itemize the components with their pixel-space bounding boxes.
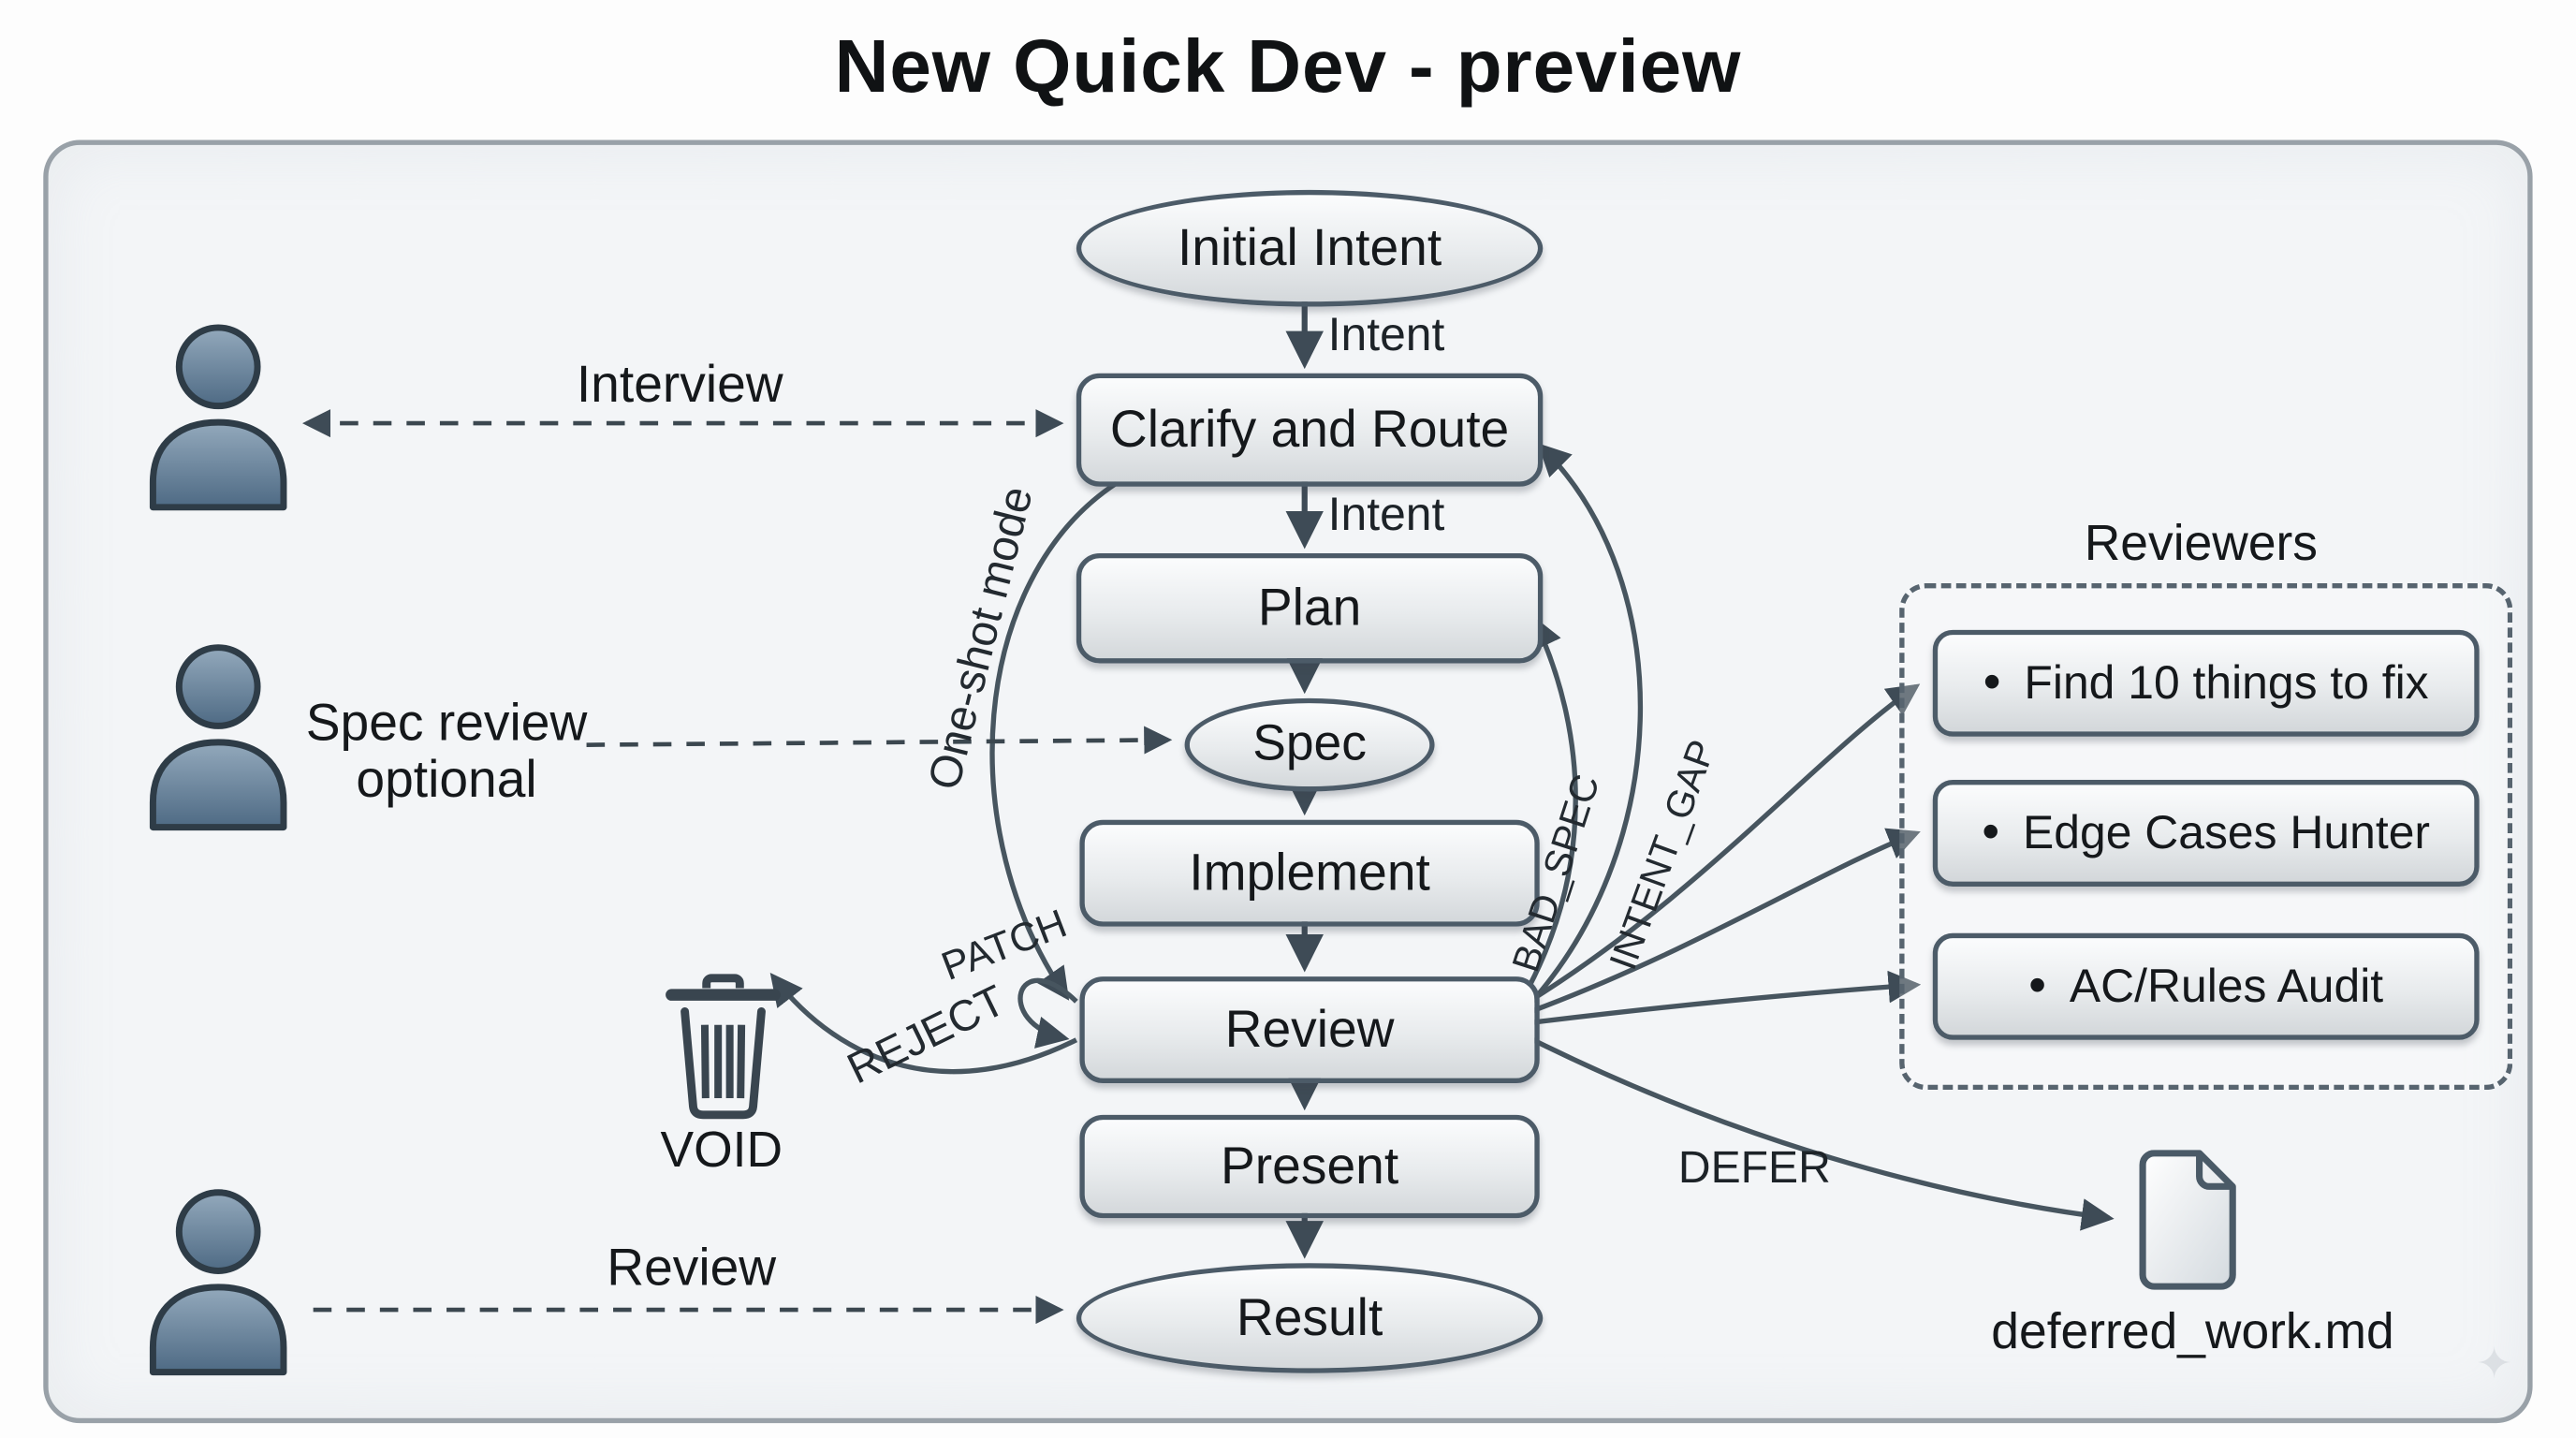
bullet-icon: • — [1982, 804, 2000, 860]
bullet-icon: • — [1983, 654, 2001, 711]
label-reviewers-title: Reviewers — [2084, 516, 2319, 572]
reviewer-item-label: Edge Cases Hunter — [2023, 806, 2431, 858]
label-void: VOID — [660, 1123, 783, 1179]
label-deferred-file: deferred_work.md — [1991, 1304, 2394, 1360]
reviewer-item-1: • Find 10 things to fix — [1932, 629, 2480, 737]
person-icon-spec-review — [137, 641, 300, 840]
person-icon-final-review — [137, 1186, 300, 1385]
page-title: New Quick Dev - preview — [834, 22, 1742, 109]
node-clarify-and-route: Clarify and Route — [1076, 373, 1544, 487]
person-icon-interview — [137, 322, 300, 521]
node-present: Present — [1079, 1114, 1540, 1219]
reviewer-item-3: • AC/Rules Audit — [1932, 932, 2480, 1040]
bullet-icon: • — [2028, 958, 2047, 1014]
sparkle-watermark: ✦ — [2476, 1338, 2512, 1388]
label-spec-review-line1: Spec review — [305, 693, 588, 752]
edge-label-intent-mid: Intent — [1327, 488, 1445, 540]
node-initial-intent: Initial Intent — [1076, 189, 1544, 307]
node-implement: Implement — [1079, 819, 1540, 927]
label-user-review: Review — [607, 1238, 777, 1297]
node-plan: Plan — [1076, 552, 1544, 664]
edge-label-intent-top: Intent — [1327, 308, 1445, 360]
reviewer-item-label: Find 10 things to fix — [2024, 656, 2429, 709]
label-interview: Interview — [576, 355, 783, 414]
node-spec: Spec — [1184, 697, 1435, 792]
edge-label-defer: DEFER — [1677, 1142, 1831, 1193]
trash-icon — [665, 974, 782, 1129]
document-icon — [2132, 1150, 2242, 1298]
node-result: Result — [1076, 1263, 1544, 1373]
reviewer-item-2: • Edge Cases Hunter — [1932, 780, 2480, 887]
label-spec-review-line2: optional — [356, 750, 537, 809]
node-review: Review — [1079, 976, 1540, 1083]
reviewer-item-label: AC/Rules Audit — [2069, 960, 2384, 1012]
